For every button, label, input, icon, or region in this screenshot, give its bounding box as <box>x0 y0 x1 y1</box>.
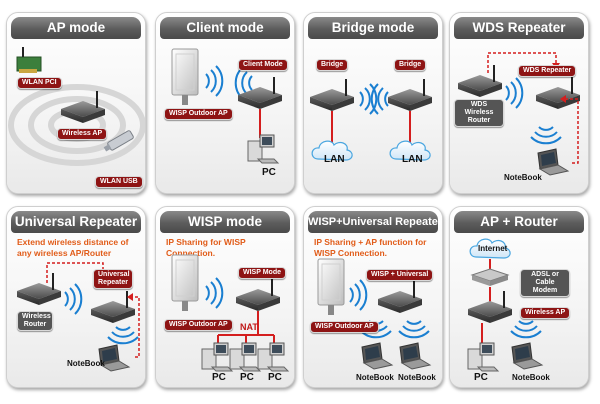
panel-title: Client mode <box>160 17 290 39</box>
bridge-label-left: Bridge <box>316 59 349 71</box>
panel-wisp-mode: WISP mode IP Sharing for WISP Connection… <box>155 206 295 388</box>
bridge-router-icon <box>387 78 433 112</box>
panel-wds-repeater: WDS Repeater WDS Repeater WDS Wireless R… <box>449 12 589 194</box>
wisp-outdoor-ap-label: WISP Outdoor AP <box>310 321 379 333</box>
wireless-signal-icon <box>370 83 389 115</box>
pc-label: PC <box>268 372 282 383</box>
wisp-mode-label: WISP Mode <box>238 267 286 279</box>
panel-ap-mode: AP mode WLAN PCI Wireless AP WLAN USB <box>6 12 146 194</box>
pc-icon <box>467 342 499 372</box>
panel-bridge-mode: Bridge mode Bridge Bridge LAN LAN <box>303 12 443 194</box>
panel-title: AP + Router <box>454 211 584 233</box>
panel-description: IP Sharing + AP function for WISP Connec… <box>314 237 427 258</box>
panel-description: Extend wireless distance of any wireless… <box>17 237 129 258</box>
notebook-label: NoteBook <box>504 173 542 182</box>
wireless-signal-icon <box>349 279 368 311</box>
wireless-signal-icon <box>510 320 542 339</box>
notebook-icon <box>361 342 393 370</box>
wireless-signal-icon <box>205 65 224 97</box>
pc-icon <box>257 342 289 372</box>
panel-title: WISP+Universal Repeater <box>308 211 442 233</box>
panel-ap-router: AP + Router Internet ADSL or Cable Modem… <box>449 206 589 388</box>
wisp-router-icon <box>235 278 281 312</box>
lan-label-left: LAN <box>324 154 345 165</box>
panel-title: Universal Repeater <box>11 211 141 233</box>
wlan-usb-icon <box>103 130 134 152</box>
notebook-icon <box>399 342 431 370</box>
pc-label: PC <box>212 372 226 383</box>
wisp-outdoor-ap-label: WISP Outdoor AP <box>164 108 233 120</box>
panel-universal-repeater: Universal Repeater Extend wireless dista… <box>6 206 146 388</box>
wireless-ap-label: Wireless AP <box>57 128 108 140</box>
client-mode-label: Client Mode <box>238 59 288 71</box>
bridge-router-icon <box>309 78 355 112</box>
wds-router-icon <box>457 64 503 98</box>
wlan-pci-label: WLAN PCI <box>17 77 62 89</box>
notebook-label: NoteBook <box>356 373 394 382</box>
wisp-mode-diagram <box>171 254 289 372</box>
panel-title: WISP mode <box>160 211 290 233</box>
nat-label: NAT <box>240 322 258 332</box>
internet-label: Internet <box>478 244 508 253</box>
wisp-universal-diagram <box>317 258 431 370</box>
outdoor-ap-icon <box>171 254 199 312</box>
panel-title: WDS Repeater <box>454 17 584 39</box>
modem-label: ADSL or Cable Modem <box>520 269 570 297</box>
wireless-router-label: Wireless Router <box>17 311 53 331</box>
wisp-universal-label: WISP + Universal <box>366 269 434 281</box>
wlan-pci-card-icon <box>16 47 42 73</box>
notebook-label: NoteBook <box>67 359 105 368</box>
notebook-icon <box>537 148 569 176</box>
wireless-signal-icon <box>398 320 430 339</box>
ap-router-diagram <box>467 238 543 372</box>
client-router-icon <box>237 76 283 110</box>
pc-label: PC <box>474 372 488 383</box>
panel-wisp-universal-repeater: WISP+Universal Repeater IP Sharing + AP … <box>303 206 443 388</box>
pc-label: PC <box>240 372 254 383</box>
ap-mode-diagram <box>8 47 145 166</box>
wds-repeater-icon <box>535 76 581 110</box>
notebook-label: NoteBook <box>512 373 550 382</box>
pc-icon <box>229 342 261 372</box>
outdoor-ap-icon <box>171 48 199 106</box>
wireless-signal-icon <box>107 326 139 345</box>
wireless-signal-icon <box>205 277 224 309</box>
wireless-signal-icon <box>530 126 562 145</box>
wisp-outdoor-ap-label: WISP Outdoor AP <box>164 319 233 331</box>
bridge-mode-diagram <box>309 78 433 161</box>
pc-icon <box>247 134 279 164</box>
pc-icon <box>201 342 233 372</box>
wireless-signal-icon <box>64 283 83 315</box>
wds-router-label: WDS Wireless Router <box>454 99 504 127</box>
wlan-usb-label: WLAN USB <box>95 176 143 188</box>
wisp-universal-router-icon <box>377 280 423 314</box>
bridge-label-right: Bridge <box>394 59 427 71</box>
client-mode-diagram <box>171 48 283 164</box>
notebook-icon <box>511 342 543 370</box>
universal-repeater-label: Universal Repeater <box>93 269 133 289</box>
wireless-ap-label: Wireless AP <box>520 307 571 319</box>
universal-repeater-icon <box>90 290 136 324</box>
lan-label-right: LAN <box>402 154 423 165</box>
panel-title: Bridge mode <box>308 17 438 39</box>
wireless-router-icon <box>16 272 62 306</box>
notebook-label: NoteBook <box>398 373 436 382</box>
outdoor-ap-icon <box>317 258 345 316</box>
panel-description: IP Sharing for WISP Connection. <box>166 237 246 258</box>
modem-icon <box>470 268 510 286</box>
pc-label: PC <box>262 167 276 178</box>
panel-title: AP mode <box>11 17 141 39</box>
wireless-signal-icon <box>505 77 524 109</box>
panel-client-mode: Client mode Client Mode WISP Outdoor AP … <box>155 12 295 194</box>
wds-repeater-label: WDS Repeater <box>518 65 577 77</box>
